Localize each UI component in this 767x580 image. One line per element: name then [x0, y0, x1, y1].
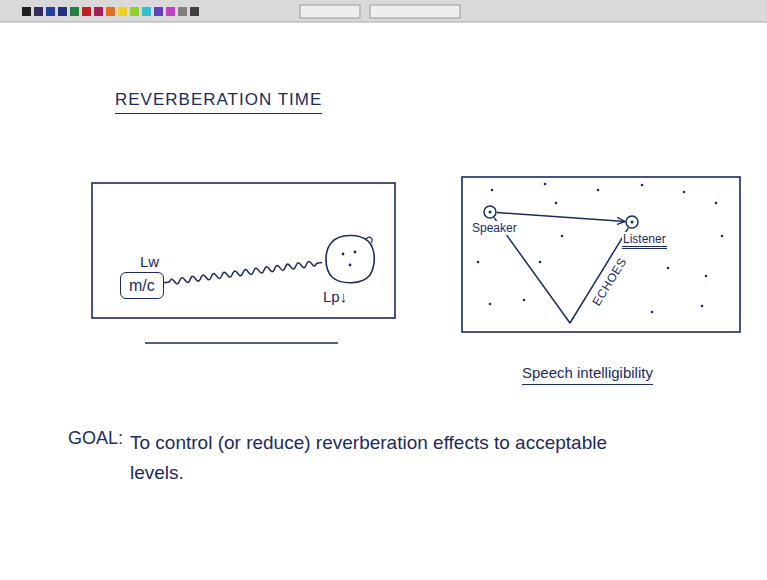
- toolbar-bar: [0, 0, 767, 22]
- point-circle: [484, 206, 496, 218]
- ear-stroke: [366, 237, 372, 243]
- point-outline: [625, 215, 639, 229]
- toolbar-swatch: [82, 7, 91, 16]
- absorber-dots: [477, 183, 724, 314]
- toolbar-swatch: [70, 7, 79, 16]
- toolbar-swatch: [142, 7, 151, 16]
- eye-dot: [342, 253, 345, 256]
- note-label: Speech intelligibility: [522, 364, 653, 385]
- toolbar-swatch: [34, 7, 43, 16]
- node-caption: Speaker: [471, 221, 518, 235]
- head-shape: [326, 235, 374, 282]
- toolbar-swatch: [166, 7, 175, 16]
- head-outline: [322, 233, 377, 285]
- sound-wave: [164, 261, 322, 283]
- dot: [597, 189, 600, 192]
- machine-box: m/c: [120, 272, 164, 299]
- source-point: Speaker: [483, 205, 497, 219]
- dot: [641, 184, 644, 187]
- toolbar-swatch: [178, 7, 187, 16]
- toolbar-swatches: [22, 5, 460, 18]
- dot: [721, 235, 724, 238]
- node-caption: Lp↓: [322, 288, 348, 306]
- room-frame: [92, 183, 395, 318]
- point-outline: [483, 205, 497, 219]
- dot: [705, 275, 708, 278]
- toolbar-swatch: [130, 7, 139, 16]
- dot: [701, 305, 704, 308]
- toolbar-tool: [370, 5, 460, 18]
- toolbar-swatch: [22, 7, 31, 16]
- box-label: m/c: [129, 276, 155, 295]
- toolbar-tool: [300, 5, 360, 18]
- dot: [667, 267, 670, 270]
- sound-power-label: Lw: [140, 253, 159, 271]
- toolbar-swatch: [154, 7, 163, 16]
- slide-title: REVERBERATION TIME: [115, 90, 322, 114]
- dot: [544, 183, 547, 186]
- dot: [715, 202, 718, 205]
- dot: [651, 311, 654, 314]
- toolbar-swatch: [118, 7, 127, 16]
- dot: [561, 235, 564, 238]
- dot: [477, 261, 480, 264]
- point-center: [631, 221, 634, 224]
- node-caption: Listener: [622, 232, 667, 249]
- receiver-point: Listener: [625, 215, 639, 229]
- toolbar-swatch: [58, 7, 67, 16]
- mouth-dot: [349, 264, 352, 267]
- point-circle: [626, 216, 638, 228]
- toolbar-swatch: [190, 7, 199, 16]
- toolbar-swatch: [106, 7, 115, 16]
- point-center: [489, 211, 492, 214]
- eye-dot: [354, 251, 357, 254]
- dot: [523, 299, 526, 302]
- dot: [555, 202, 558, 205]
- room-frame: [462, 177, 740, 332]
- dot: [539, 261, 542, 264]
- toolbar-swatch: [94, 7, 103, 16]
- toolbar-swatch: [46, 7, 55, 16]
- goal-heading: GOAL:: [68, 428, 123, 450]
- dot: [491, 189, 494, 192]
- dot: [683, 191, 686, 194]
- dot: [489, 303, 492, 306]
- listener-head: Lp↓: [322, 233, 377, 285]
- toolbar-edge: [0, 22, 767, 23]
- frame-underline: [145, 342, 338, 344]
- goal-text: To control (or reduce) reverberation eff…: [130, 428, 665, 488]
